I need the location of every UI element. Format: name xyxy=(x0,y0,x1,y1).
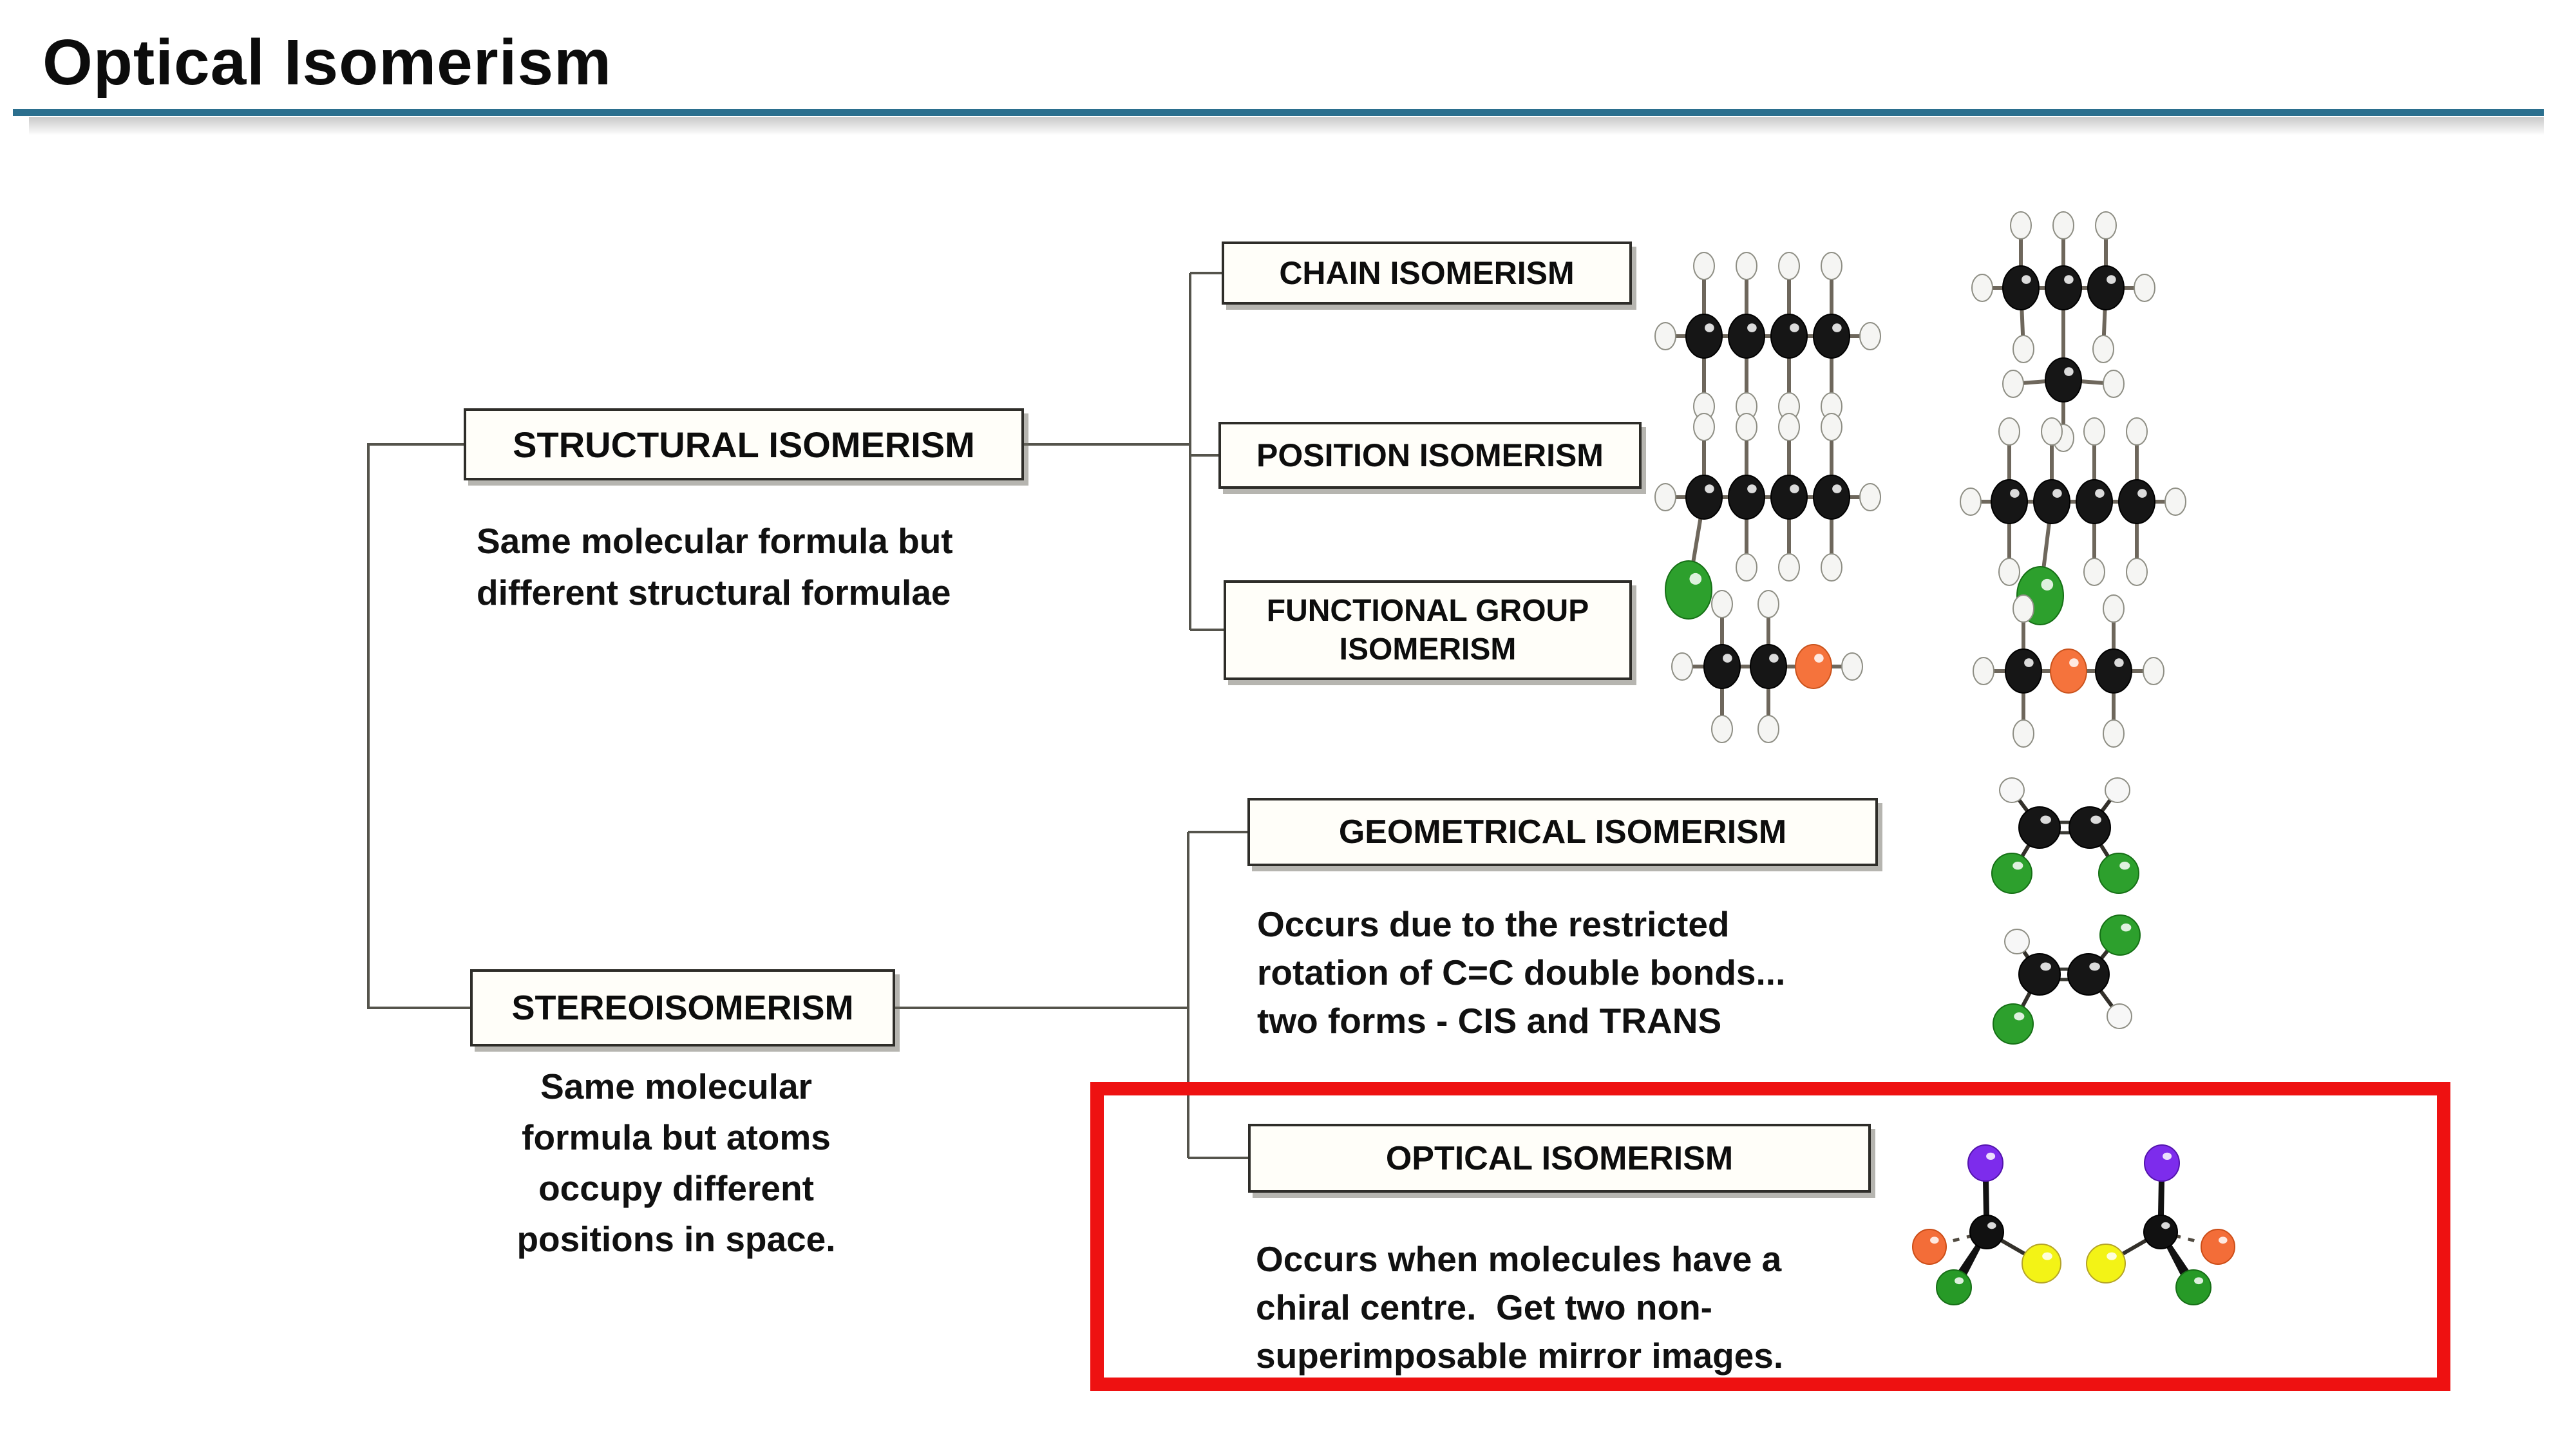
optical-highlight-frame xyxy=(1090,1082,2450,1391)
molecule-illustrations xyxy=(1654,211,2235,1305)
caption-optical-line3: superimposable mirror images. xyxy=(1256,1336,1784,1376)
connector-lines xyxy=(367,272,1248,1159)
box-structural-label: STRUCTURAL ISOMERISM xyxy=(513,424,975,465)
caption-geometrical-line2: rotation of C=C double bonds... xyxy=(1257,952,1786,992)
box-position-label: POSITION ISOMERISM xyxy=(1256,437,1604,473)
caption-geometrical-line1: Occurs due to the restricted xyxy=(1257,904,1730,944)
box-functional-label-line1: FUNCTIONAL GROUP xyxy=(1266,593,1589,628)
box-geometrical-label: GEOMETRICAL ISOMERISM xyxy=(1338,813,1787,851)
caption-optical-line1: Occurs when molecules have a xyxy=(1256,1239,1782,1279)
box-optical-label: OPTICAL ISOMERISM xyxy=(1385,1139,1734,1177)
caption-stereo-line3: occupy different xyxy=(538,1168,814,1208)
box-optical-isomerism: OPTICAL ISOMERISM xyxy=(1248,1124,1871,1193)
title-underline-rule xyxy=(13,109,2544,116)
title-underline-shadow xyxy=(29,117,2544,135)
caption-geometrical: Occurs due to the restricted rotation of… xyxy=(1257,900,1785,1045)
ethanol-molecule xyxy=(1671,590,1863,743)
isobutane-molecule xyxy=(1971,211,2155,452)
caption-stereo-line1: Same molecular xyxy=(540,1066,812,1106)
box-chain-isomerism: CHAIN ISOMERISM xyxy=(1222,242,1632,305)
cis-dichloroethene-molecule xyxy=(1991,777,2139,894)
caption-stereo: Same molecular formula but atoms occupy … xyxy=(451,1061,902,1265)
box-position-isomerism: POSITION ISOMERISM xyxy=(1218,422,1642,489)
box-geometrical-isomerism: GEOMETRICAL ISOMERISM xyxy=(1247,798,1878,866)
connector-left-elbow xyxy=(367,443,470,1009)
box-stereoisomerism: STEREOISOMERISM xyxy=(470,969,895,1046)
caption-stereo-line4: positions in space. xyxy=(516,1219,836,1259)
enantiomer-right-molecule xyxy=(2086,1144,2235,1305)
enantiomer-left-molecule xyxy=(1912,1144,2061,1305)
box-functional-group-isomerism: FUNCTIONAL GROUP ISOMERISM xyxy=(1224,580,1632,680)
caption-optical: Occurs when molecules have a chiral cent… xyxy=(1256,1235,1783,1380)
box-functional-label: FUNCTIONAL GROUP ISOMERISM xyxy=(1267,592,1589,669)
caption-structural-line2: different structural formulae xyxy=(477,573,951,612)
page-title: Optical Isomerism xyxy=(43,26,612,99)
caption-structural-line1: Same molecular formula but xyxy=(477,521,953,561)
trans-dichloroethene-molecule xyxy=(1993,914,2141,1045)
box-structural-isomerism: STRUCTURAL ISOMERISM xyxy=(464,408,1024,480)
box-stereo-label: STEREOISOMERISM xyxy=(511,989,854,1027)
2-chlorobutane-molecule xyxy=(1960,417,2186,625)
caption-optical-line2: chiral centre. Get two non- xyxy=(1256,1287,1712,1327)
caption-geometrical-line3: two forms - CIS and TRANS xyxy=(1257,1001,1722,1041)
caption-structural: Same molecular formula but different str… xyxy=(477,515,953,618)
dimethyl-ether-molecule xyxy=(1973,594,2164,748)
caption-stereo-line2: formula but atoms xyxy=(522,1117,831,1157)
box-chain-label: CHAIN ISOMERISM xyxy=(1279,255,1575,291)
1-chlorobutane-molecule xyxy=(1654,413,1881,620)
box-functional-label-line2: ISOMERISM xyxy=(1339,632,1517,667)
n-butane-molecule xyxy=(1654,252,1881,421)
